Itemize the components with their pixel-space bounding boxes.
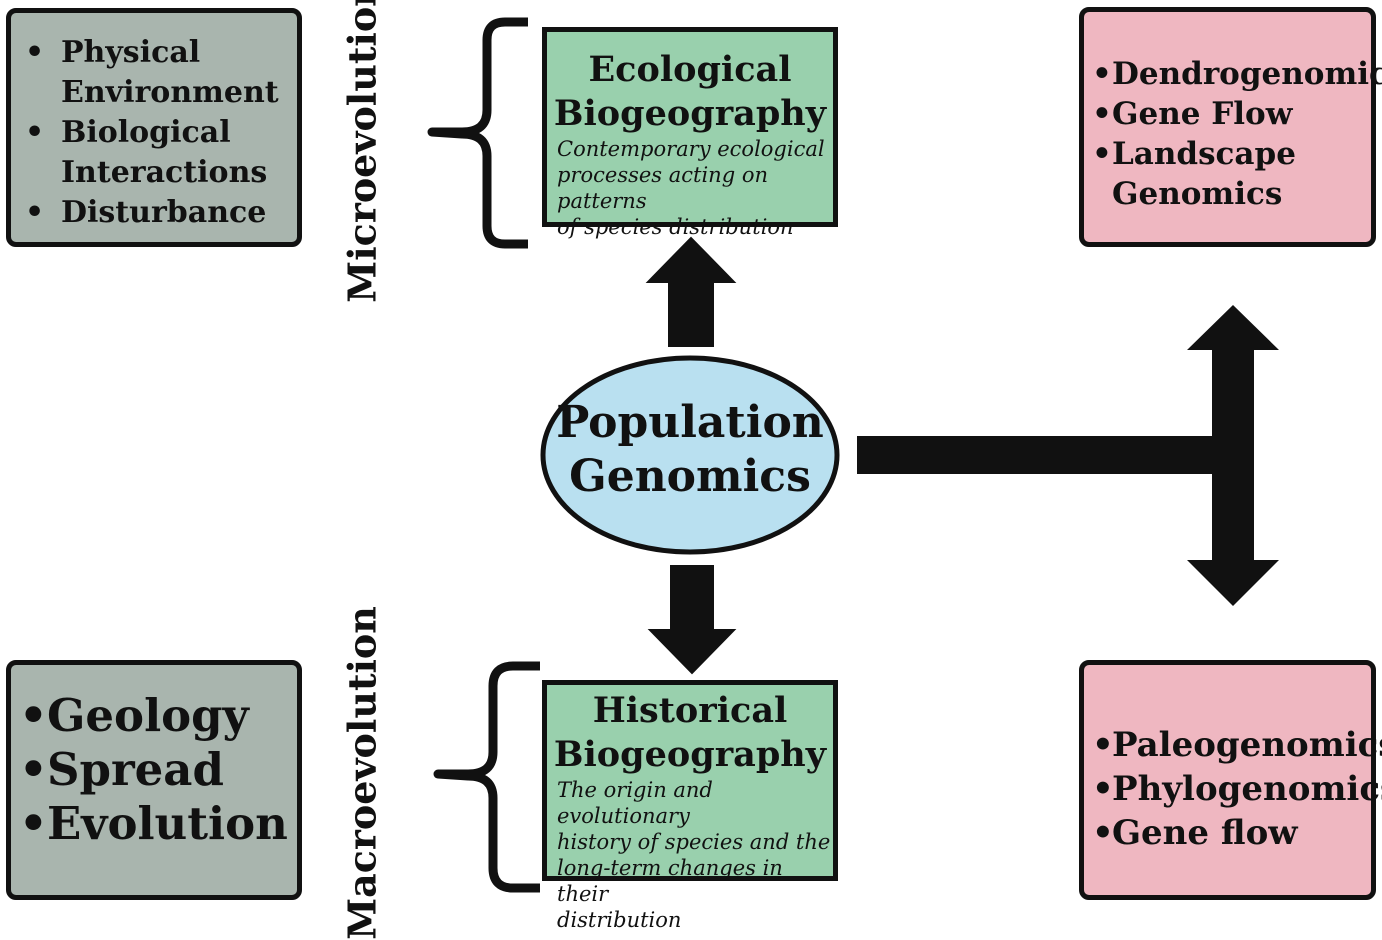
microevolution-factors-list: Physical Environment Biological Interact… bbox=[11, 33, 297, 233]
microevolution-genomics-box: Dendrogenomics Gene Flow Landscape Genom… bbox=[1079, 7, 1382, 247]
diagram-connectors bbox=[427, 17, 1279, 893]
ecological-biogeography-box: Ecological Biogeography Contemporary eco… bbox=[542, 27, 838, 239]
microevolution-label: Microevolution bbox=[339, 0, 385, 303]
microevolution-factors-box: Physical Environment Biological Interact… bbox=[6, 8, 302, 247]
list-item: Gene Flow bbox=[1088, 94, 1371, 134]
list-item: Phylogenomics bbox=[1088, 767, 1382, 811]
list-item: Genomics bbox=[1112, 176, 1283, 212]
list-item: Interactions bbox=[61, 155, 268, 190]
list-item: Biological bbox=[11, 113, 297, 153]
historical-description: The origin and evolutionary history of s… bbox=[547, 777, 833, 933]
population-genomics-label: Population Genomics bbox=[540, 396, 840, 504]
historical-biogeography-box: Historical Biogeography The origin and e… bbox=[542, 680, 838, 932]
list-item: Landscape bbox=[1088, 134, 1371, 174]
micro-brace bbox=[427, 17, 528, 249]
list-item: Dendrogenomics bbox=[1088, 54, 1382, 94]
list-item: Evolution bbox=[11, 797, 297, 851]
macroevolution-factors-list: Geology Spread Evolution bbox=[11, 689, 297, 851]
connector-bar bbox=[857, 436, 1217, 474]
description-line: history of species and the bbox=[557, 830, 831, 854]
list-item: Geology bbox=[11, 689, 297, 743]
description-line: distribution bbox=[557, 908, 682, 932]
list-item: Disturbance bbox=[11, 193, 297, 233]
historical-title-line-2: Biogeography bbox=[553, 734, 827, 775]
description-line: Contemporary ecological bbox=[557, 137, 825, 161]
ecological-description: Contemporary ecological processes acting… bbox=[547, 136, 833, 240]
double-arrow bbox=[1187, 305, 1279, 606]
microevolution-genomics-list: Dendrogenomics Gene Flow Landscape Genom… bbox=[1088, 54, 1382, 214]
macroevolution-genomics-box: Paleogenomics Phylogenomics Gene flow bbox=[1079, 660, 1382, 900]
list-item: Gene flow bbox=[1088, 811, 1371, 855]
description-line: of species distribution bbox=[557, 215, 794, 239]
list-item: Environment bbox=[61, 75, 279, 110]
macroevolution-label: Macroevolution bbox=[339, 606, 385, 940]
description-line: long-term changes in their bbox=[557, 856, 783, 906]
center-line-1: Population bbox=[556, 397, 824, 448]
macro-brace bbox=[433, 661, 540, 893]
list-item: Paleogenomics bbox=[1088, 723, 1382, 767]
description-line: processes acting on patterns bbox=[557, 163, 768, 213]
ecological-title-line-1: Ecological bbox=[588, 49, 792, 90]
description-line: The origin and evolutionary bbox=[557, 778, 713, 828]
historical-title-line-1: Historical bbox=[592, 690, 788, 731]
population-genomics-ellipse bbox=[540, 355, 840, 555]
macroevolution-factors-box: Geology Spread Evolution bbox=[6, 660, 302, 900]
macroevolution-genomics-list: Paleogenomics Phylogenomics Gene flow bbox=[1088, 723, 1382, 855]
ecological-title-line-2: Biogeography bbox=[553, 93, 827, 134]
arrow-down-to-historical bbox=[647, 565, 737, 675]
list-item: Physical bbox=[11, 33, 297, 73]
center-line-2: Genomics bbox=[569, 451, 811, 502]
list-item: Spread bbox=[11, 743, 297, 797]
arrow-up-to-ecological bbox=[645, 236, 737, 347]
